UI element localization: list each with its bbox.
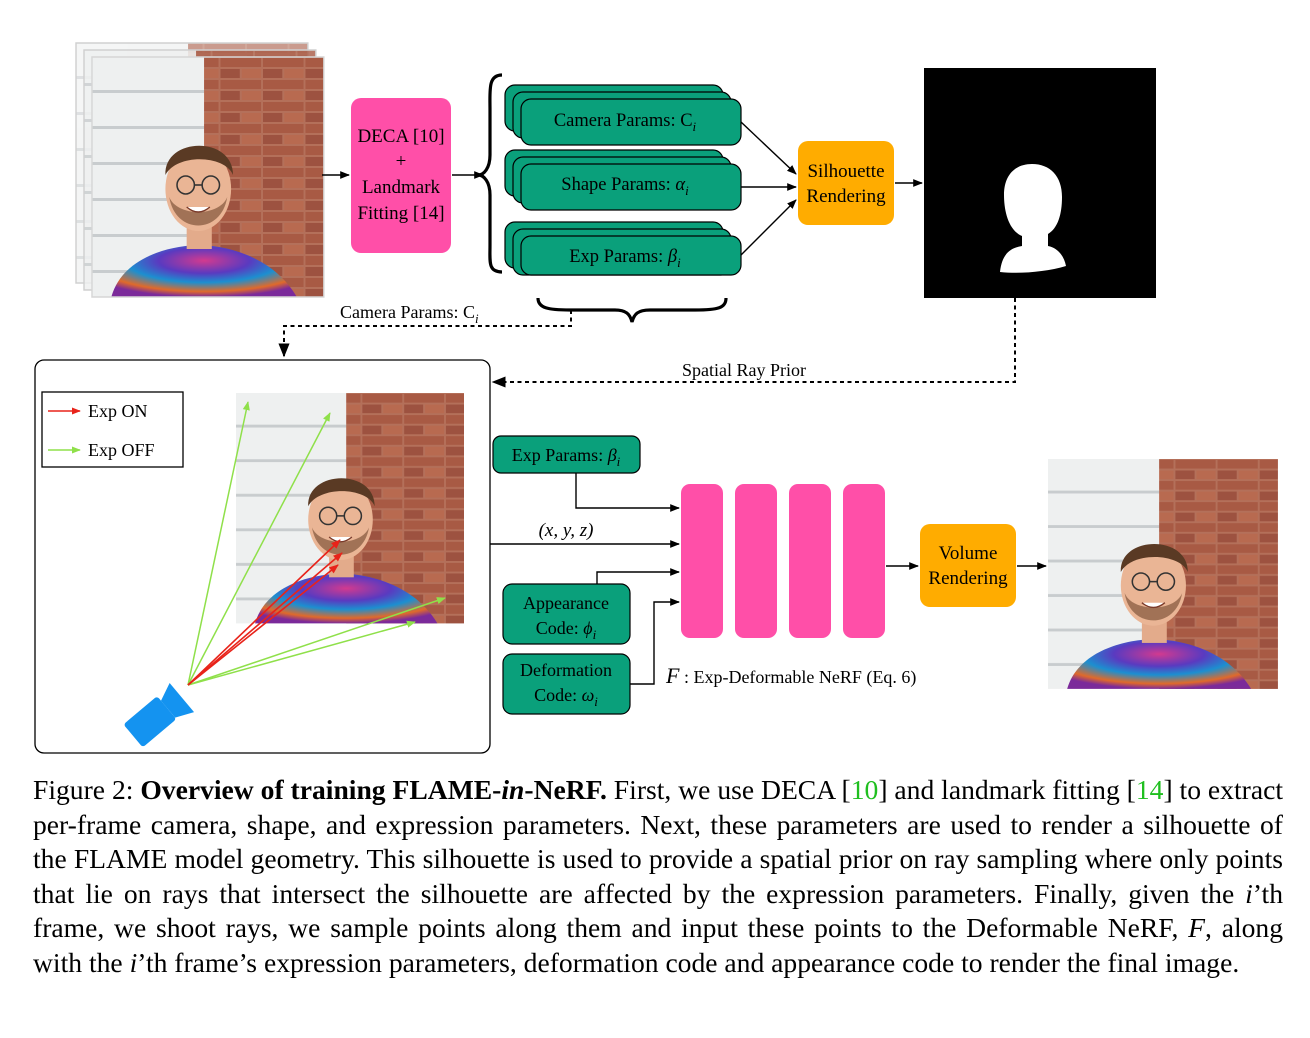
volume-line-1: Volume (939, 543, 998, 564)
camera-icon (124, 683, 195, 747)
silhouette-rendering-box: Silhouette Rendering (798, 141, 894, 225)
volume-rendering-box: Volume Rendering (920, 524, 1016, 607)
exp-params-stack: Exp Params: βi (504, 221, 742, 276)
silhouette-line-1: Silhouette (807, 161, 884, 182)
shape-params-label: Shape Params: (561, 175, 675, 195)
pipeline-diagram: DECA [10] + Landmark Fitting [14] Camera… (34, 42, 1279, 754)
legend-exp-on: Exp ON (88, 401, 148, 421)
svg-text:Code: ωi: Code: ωi (534, 685, 598, 709)
exp-params-input-box: Exp Params: βi (492, 435, 641, 474)
figure-caption: Figure 2: Overview of training FLAME-in-… (33, 774, 1283, 978)
bottom-brace (536, 297, 728, 323)
deformation-code-box: Deformation Code: ωi (502, 653, 631, 715)
appearance-code-box: Appearance Code: ϕi (502, 583, 631, 645)
deca-line-1: DECA [10] (357, 126, 444, 147)
rays (187, 401, 446, 686)
svg-text:Exp Params: βi: Exp Params: βi (512, 445, 621, 469)
appearance-line-2: Code: (536, 618, 584, 638)
output-image (1047, 458, 1279, 690)
legend: Exp ON Exp OFF (41, 391, 184, 468)
deformation-line-2: Code: (534, 685, 582, 705)
deca-line-4: Fitting [14] (357, 203, 444, 224)
camera-params-feed-label: Camera Params: C (340, 302, 475, 322)
volume-line-2: Rendering (928, 568, 1008, 589)
camera-params-stack: Camera Params: Ci (504, 84, 742, 146)
svg-text:Exp Params: βi: Exp Params: βi (569, 247, 681, 270)
svg-text:Camera Params: Ci: Camera Params: Ci (554, 111, 697, 134)
input-frames (75, 42, 325, 298)
deca-line-3: Landmark (362, 177, 441, 198)
silhouette-image (924, 68, 1156, 298)
citation-link-10[interactable]: 10 (850, 774, 879, 805)
exp-params-label: Exp Params: (569, 247, 668, 267)
svg-text:F : Exp-Deformable NeRF (Eq. 6: F : Exp-Deformable NeRF (Eq. 6) (665, 663, 916, 688)
appearance-line-1: Appearance (523, 593, 609, 613)
caption-title: Overview of training FLAME-in-NeRF. (140, 774, 607, 805)
legend-exp-off: Exp OFF (88, 440, 155, 460)
svg-text:Camera Params: Ci: Camera Params: Ci (340, 302, 479, 326)
ray-sampling-panel: Exp ON Exp OFF (34, 359, 491, 754)
svg-text:Shape Params: αi: Shape Params: αi (561, 175, 689, 198)
svg-text:Code: ϕi: Code: ϕi (536, 618, 597, 642)
nerf-mlp (681, 484, 885, 638)
deca-line-2: + (396, 151, 407, 172)
caption-prefix: Figure 2: (33, 774, 141, 805)
camera-params-label: Camera Params: C (554, 111, 693, 131)
deformation-line-1: Deformation (520, 660, 612, 680)
left-brace (477, 73, 503, 274)
citation-link-14[interactable]: 14 (1135, 774, 1164, 805)
nerf-label: : Exp-Deformable NeRF (Eq. 6) (679, 667, 916, 688)
shape-params-stack: Shape Params: αi (504, 149, 742, 211)
silhouette-line-2: Rendering (806, 186, 886, 207)
scene-photo (235, 392, 465, 625)
xyz-label: (x, y, z) (539, 520, 594, 541)
exp-params-input-label: Exp Params: (512, 445, 608, 465)
deca-landmark-box: DECA [10] + Landmark Fitting [14] (351, 98, 451, 253)
spatial-ray-prior-label: Spatial Ray Prior (682, 360, 806, 380)
nerf-F-symbol: F (665, 663, 680, 688)
